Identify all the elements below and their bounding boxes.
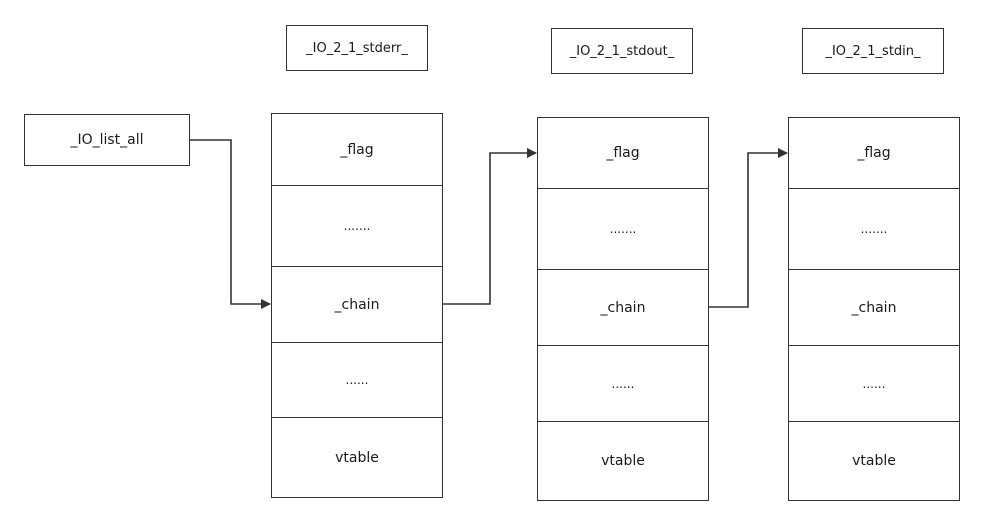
field-ellipsis: ....... [272,185,442,266]
struct-stderr: _flag ....... _chain ...... vtable [271,113,443,498]
arrow-list-all-to-stderr-chain [190,139,271,309]
field-chain: _chain [789,269,959,345]
struct-title-stdout: _IO_2_1_stdout_ [551,28,693,74]
field-ellipsis: ...... [789,345,959,421]
struct-title-stderr: _IO_2_1_stderr_ [286,25,428,71]
arrow-stderr-chain-to-stdout-flag [443,148,537,305]
field-flag: _flag [606,145,640,161]
field-ellipsis: ...... [538,345,708,421]
field-chain: _chain [272,266,442,342]
field-ellipsis: ....... [789,188,959,269]
field-chain: _chain [538,269,708,345]
field-vtable: vtable [538,421,708,500]
field-ellipsis: ...... [272,342,442,417]
field-ellipsis: ....... [538,188,708,269]
io-list-all-box: _IO_list_all [24,114,190,166]
struct-stdin: _flag ....... _chain ...... vtable [788,117,960,501]
field-vtable: vtable [789,421,959,500]
field-flag: _flag [340,141,374,158]
struct-title-stdin: _IO_2_1_stdin_ [802,28,944,74]
field-flag: _flag [857,145,891,161]
field-vtable: vtable [272,417,442,497]
struct-stdout: _flag ....... _chain ...... vtable [537,117,709,501]
arrow-stdout-chain-to-stdin-flag [709,148,788,308]
